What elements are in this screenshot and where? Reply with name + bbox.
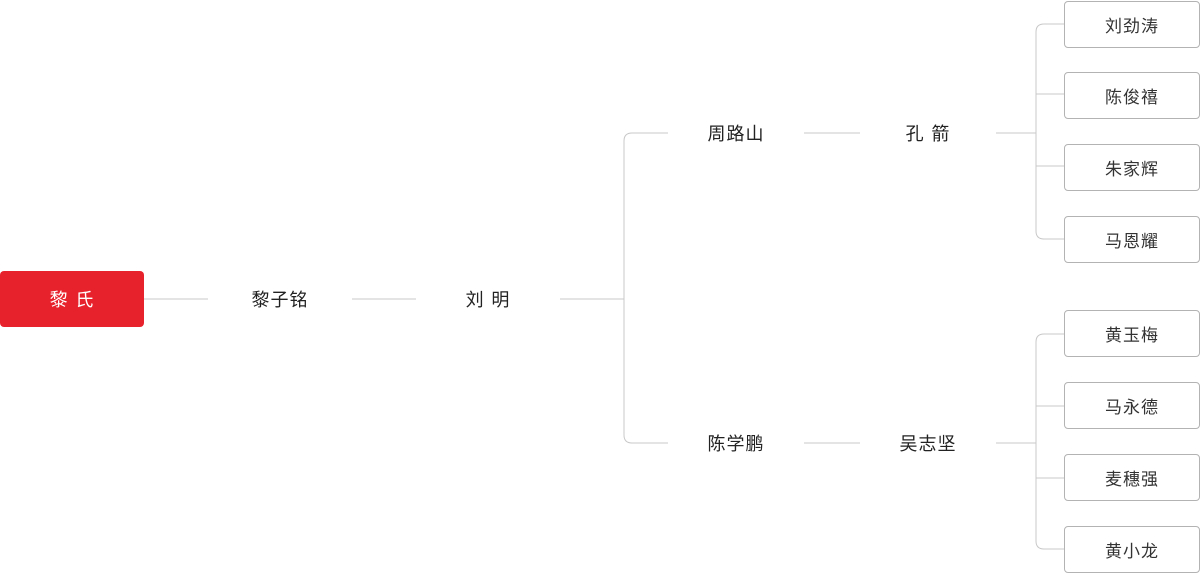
leaf-node[interactable]: 刘劲涛 xyxy=(1064,1,1200,48)
leaf-node[interactable]: 朱家辉 xyxy=(1064,144,1200,191)
leaf-node[interactable]: 黄玉梅 xyxy=(1064,310,1200,357)
bracket-gen2-branches xyxy=(623,132,668,444)
bracket-branch1-leaves xyxy=(1035,23,1064,240)
branch1-parent-node[interactable]: 周路山 xyxy=(707,124,765,145)
gen1-node[interactable]: 黎子铭 xyxy=(251,290,309,311)
bracket-branch2-leaves xyxy=(1035,333,1064,550)
leaf-node[interactable]: 马永德 xyxy=(1064,382,1200,429)
leaf-node[interactable]: 陈俊禧 xyxy=(1064,72,1200,119)
leaf-node[interactable]: 麦穗强 xyxy=(1064,454,1200,501)
root-node[interactable]: 黎 氏 xyxy=(0,271,144,327)
branch2-parent-node[interactable]: 陈学鹏 xyxy=(707,434,765,455)
leaf-node[interactable]: 马恩耀 xyxy=(1064,216,1200,263)
leaf-node[interactable]: 黄小龙 xyxy=(1064,526,1200,573)
branch1-child-node[interactable]: 孔 箭 xyxy=(905,124,951,145)
branch2-child-node[interactable]: 吴志坚 xyxy=(899,434,957,455)
gen2-node[interactable]: 刘 明 xyxy=(465,290,511,311)
